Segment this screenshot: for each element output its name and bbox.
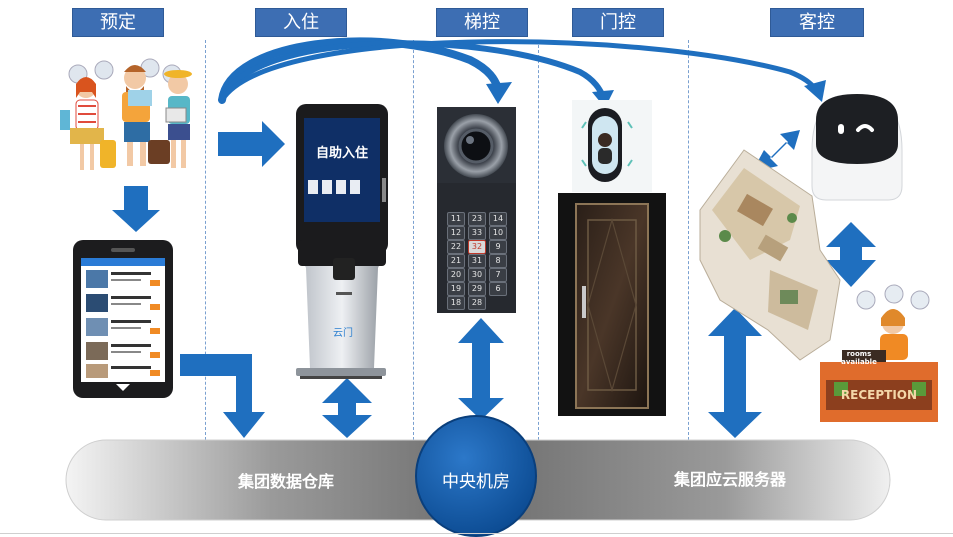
self-checkin-kiosk	[296, 104, 388, 379]
reception-illustration	[820, 284, 938, 422]
rooms-available-sign: rooms available	[841, 350, 877, 366]
hotel-room-floorplan	[699, 149, 841, 361]
elevator-floor-button[interactable]: 8	[489, 254, 507, 268]
elevator-floor-button[interactable]: 14	[489, 212, 507, 226]
tab-door-control[interactable]: 门控	[572, 8, 664, 37]
kiosk-brand-logo: 云门	[333, 328, 353, 339]
elevator-floor-button[interactable]: 31	[468, 254, 486, 268]
smart-speaker	[811, 94, 903, 201]
elevator-floor-button[interactable]: 12	[447, 226, 465, 240]
central-machine-room-label: 中央机房	[442, 472, 510, 492]
kiosk-screen-heading: 自助入住	[315, 146, 368, 161]
elevator-floor-button[interactable]: 10	[489, 226, 507, 240]
column-divider	[538, 40, 539, 440]
column-divider	[688, 40, 689, 440]
elevator-floor-button[interactable]: 11	[447, 212, 465, 226]
tab-elevator-control[interactable]: 梯控	[436, 8, 528, 37]
door-control	[558, 100, 666, 416]
column-divider	[205, 40, 206, 440]
elevator-floor-button[interactable]: 7	[489, 268, 507, 282]
reception-desk-label: RECEPTION	[840, 388, 918, 402]
tab-room-control[interactable]: 客控	[770, 8, 864, 37]
elevator-floor-button[interactable]: 30	[468, 268, 486, 282]
column-divider	[413, 40, 414, 440]
elevator-floor-button[interactable]: 22	[447, 240, 465, 254]
bottom-divider	[0, 533, 953, 534]
group-cloud-server-label: 集团应云服务器	[673, 470, 786, 489]
elevator-floor-button[interactable]: 19	[447, 282, 465, 296]
elevator-floor-button[interactable]: 29	[468, 282, 486, 296]
elevator-floor-button[interactable]: 18	[447, 296, 465, 310]
elevator-floor-button[interactable]: 6	[489, 282, 507, 296]
tab-booking[interactable]: 预定	[72, 8, 164, 37]
elevator-floor-button[interactable]: 23	[468, 212, 486, 226]
elevator-floor-button[interactable]: 32	[468, 240, 486, 254]
elevator-floor-button[interactable]: 33	[468, 226, 486, 240]
smartphone-illustration	[73, 240, 173, 398]
elevator-floor-button[interactable]: 20	[447, 268, 465, 282]
elevator-floor-button[interactable]: 28	[468, 296, 486, 310]
elevator-floor-button[interactable]: 21	[447, 254, 465, 268]
group-data-warehouse-label: 集团数据仓库	[237, 472, 334, 491]
travelers-illustration	[60, 58, 192, 170]
tab-check-in[interactable]: 入住	[255, 8, 347, 37]
elevator-floor-button[interactable]: 9	[489, 240, 507, 254]
